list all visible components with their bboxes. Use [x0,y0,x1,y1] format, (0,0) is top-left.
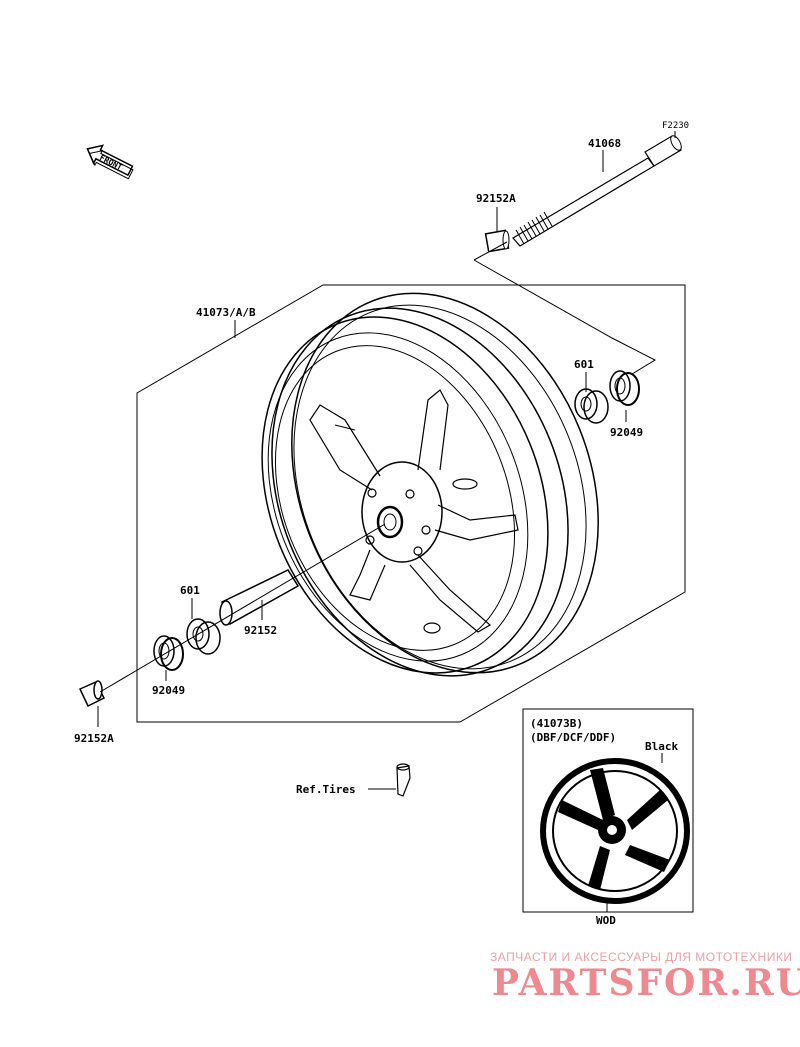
axle-41068 [512,135,682,247]
inset-footer: WOD [596,914,616,927]
label-601-right: 601 [574,358,594,371]
inset-color: Black [645,740,678,753]
inset-variants: (DBF/DCF/DDF) [530,731,616,744]
inset-panel: (41073B) (DBF/DCF/DDF) Black WOD [522,708,694,927]
label-f2230: F2230 [662,121,689,131]
assembly-box [136,284,686,723]
wheel-41073 [261,292,599,677]
watermark-tagline: ЗАПЧАСТИ И АКСЕССУАРЫ ДЛЯ МОТОТЕХНИКИ [490,950,793,964]
collar-92152a-bottom [78,680,106,708]
label-92152: 92152 [244,624,277,637]
collar-92152a-top [484,229,510,253]
leader-lines [97,131,676,727]
watermark-logo: PARTSFOR.RU [492,962,800,1004]
valve-stem [368,763,411,797]
black-wheel-icon [540,758,690,904]
seal-92049-right [609,370,640,406]
bearing-601-right [574,388,609,424]
seal-92049-left [153,635,184,671]
label-92152a-top: 92152A [476,192,516,205]
inset-code: (41073B) [530,717,583,730]
label-92049-left: 92049 [152,684,185,697]
label-41068: 41068 [588,137,621,150]
label-92049-right: 92049 [610,426,643,439]
spacer-92152 [219,569,300,626]
label-41073: 41073/A/B [196,306,256,319]
front-arrow-icon: FRONT [86,144,134,180]
label-601-left: 601 [180,584,200,597]
label-92152a-bottom: 92152A [74,732,114,745]
label-ref-tires: Ref.Tires [296,783,356,796]
bearing-601-left [186,618,221,655]
